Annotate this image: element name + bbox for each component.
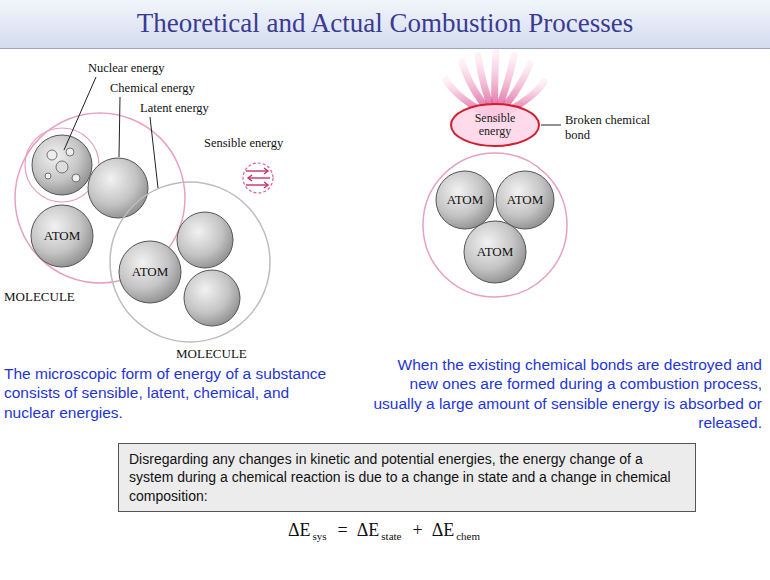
energy-label: Sensible energy: [464, 112, 526, 138]
molecule-label: MOLECULE: [176, 346, 247, 362]
atom-circle: ATOM: [118, 240, 182, 304]
atom-label: ATOM: [132, 264, 169, 280]
atom-circle: ATOM: [463, 220, 527, 284]
energy-label: Chemical energy: [110, 81, 195, 96]
slide-title: Theoretical and Actual Combustion Proces…: [0, 8, 770, 39]
equation-term: ΔE: [357, 520, 380, 541]
equation-term: ΔE: [288, 520, 311, 541]
atom-label: ATOM: [477, 244, 514, 260]
energy-label: Latent energy: [140, 101, 209, 116]
equation-term: chem: [456, 530, 480, 542]
equation-term: state: [381, 530, 401, 542]
atom-label: ATOM: [447, 192, 484, 208]
equation: ΔEsys=ΔEstate+ΔEchem: [0, 520, 770, 541]
energy-label: Sensible energy: [204, 136, 283, 151]
caption-text: When the existing chemical bonds are des…: [372, 355, 762, 433]
atom-circle: ATOM: [495, 170, 555, 230]
text-box: Disregarding any changes in kinetic and …: [118, 443, 696, 512]
molecule-label: MOLECULE: [4, 289, 75, 305]
caption-text: The microscopic form of energy of a subs…: [4, 364, 342, 422]
equation-term: =: [338, 520, 348, 541]
box-text: Disregarding any changes in kinetic and …: [129, 450, 685, 505]
energy-ellipse: Sensible energy: [450, 103, 540, 147]
equation-term: sys: [313, 530, 327, 542]
atom-label: ATOM: [507, 192, 544, 208]
equation-term: +: [412, 520, 422, 541]
energy-label: Nuclear energy: [88, 61, 164, 76]
atom-circle: ATOM: [30, 204, 94, 268]
atom-label: ATOM: [44, 228, 81, 244]
callout-label: Broken chemical bond: [565, 113, 653, 143]
atom-circle: ATOM: [435, 170, 495, 230]
equation-term: ΔE: [432, 520, 455, 541]
